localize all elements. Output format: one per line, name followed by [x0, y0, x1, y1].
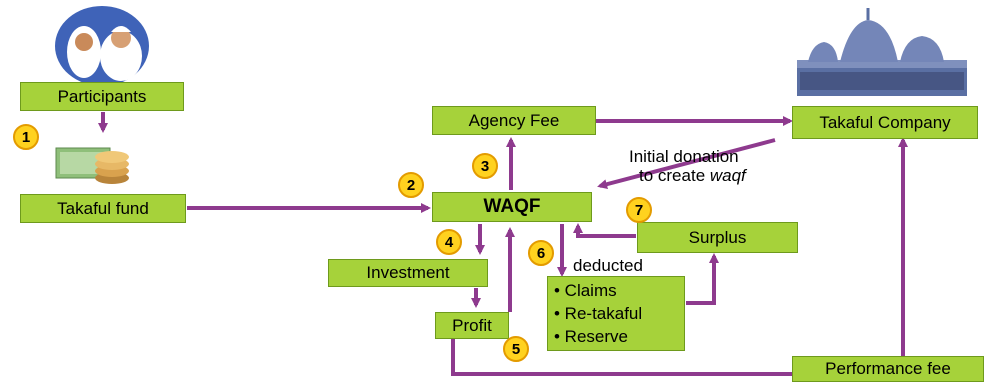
mosque-icon [797, 8, 967, 96]
participants-people-icon [55, 6, 149, 86]
step-badge-5: 5 [503, 336, 529, 362]
surplus-box: Surplus [637, 222, 798, 253]
waqf-box: WAQF [432, 192, 592, 222]
step-badge-6: 6 [528, 240, 554, 266]
arrow-deducted-to-surplus [686, 253, 719, 305]
deducted-item-retakaful: • Re-takaful [554, 304, 643, 323]
deducted-list: • Claims • Re-takaful • Reserve [547, 276, 685, 351]
step-badge-3: 3 [472, 153, 498, 179]
arrow-surplus-to-waqf [573, 223, 636, 238]
participants-box: Participants [20, 82, 184, 111]
arrow-profit-to-performance [451, 337, 792, 376]
arrow-company-donation [597, 138, 776, 190]
donation-line-2: to create waqf [629, 166, 746, 185]
donation-label: Initial donation to create waqf [629, 147, 746, 185]
takaful-fund-box: Takaful fund [20, 194, 186, 223]
agency-fee-box: Agency Fee [432, 106, 596, 135]
performance-fee-box: Performance fee [792, 356, 984, 382]
donation-line-2-prefix: to create [639, 166, 710, 185]
deducted-item-claims: • Claims [554, 281, 617, 300]
donation-line-2-italic: waqf [709, 166, 746, 185]
deducted-item-reserve: • Reserve [554, 327, 628, 346]
money-stack-icon [55, 147, 129, 184]
donation-line-1: Initial donation [629, 147, 739, 166]
step-badge-7: 7 [626, 197, 652, 223]
profit-box: Profit [435, 312, 509, 339]
step-badge-4: 4 [436, 229, 462, 255]
step-badge-1: 1 [13, 124, 39, 150]
takaful-company-box: Takaful Company [792, 106, 978, 139]
investment-box: Investment [328, 259, 488, 287]
deducted-label: deducted [573, 256, 643, 275]
step-badge-2: 2 [398, 172, 424, 198]
